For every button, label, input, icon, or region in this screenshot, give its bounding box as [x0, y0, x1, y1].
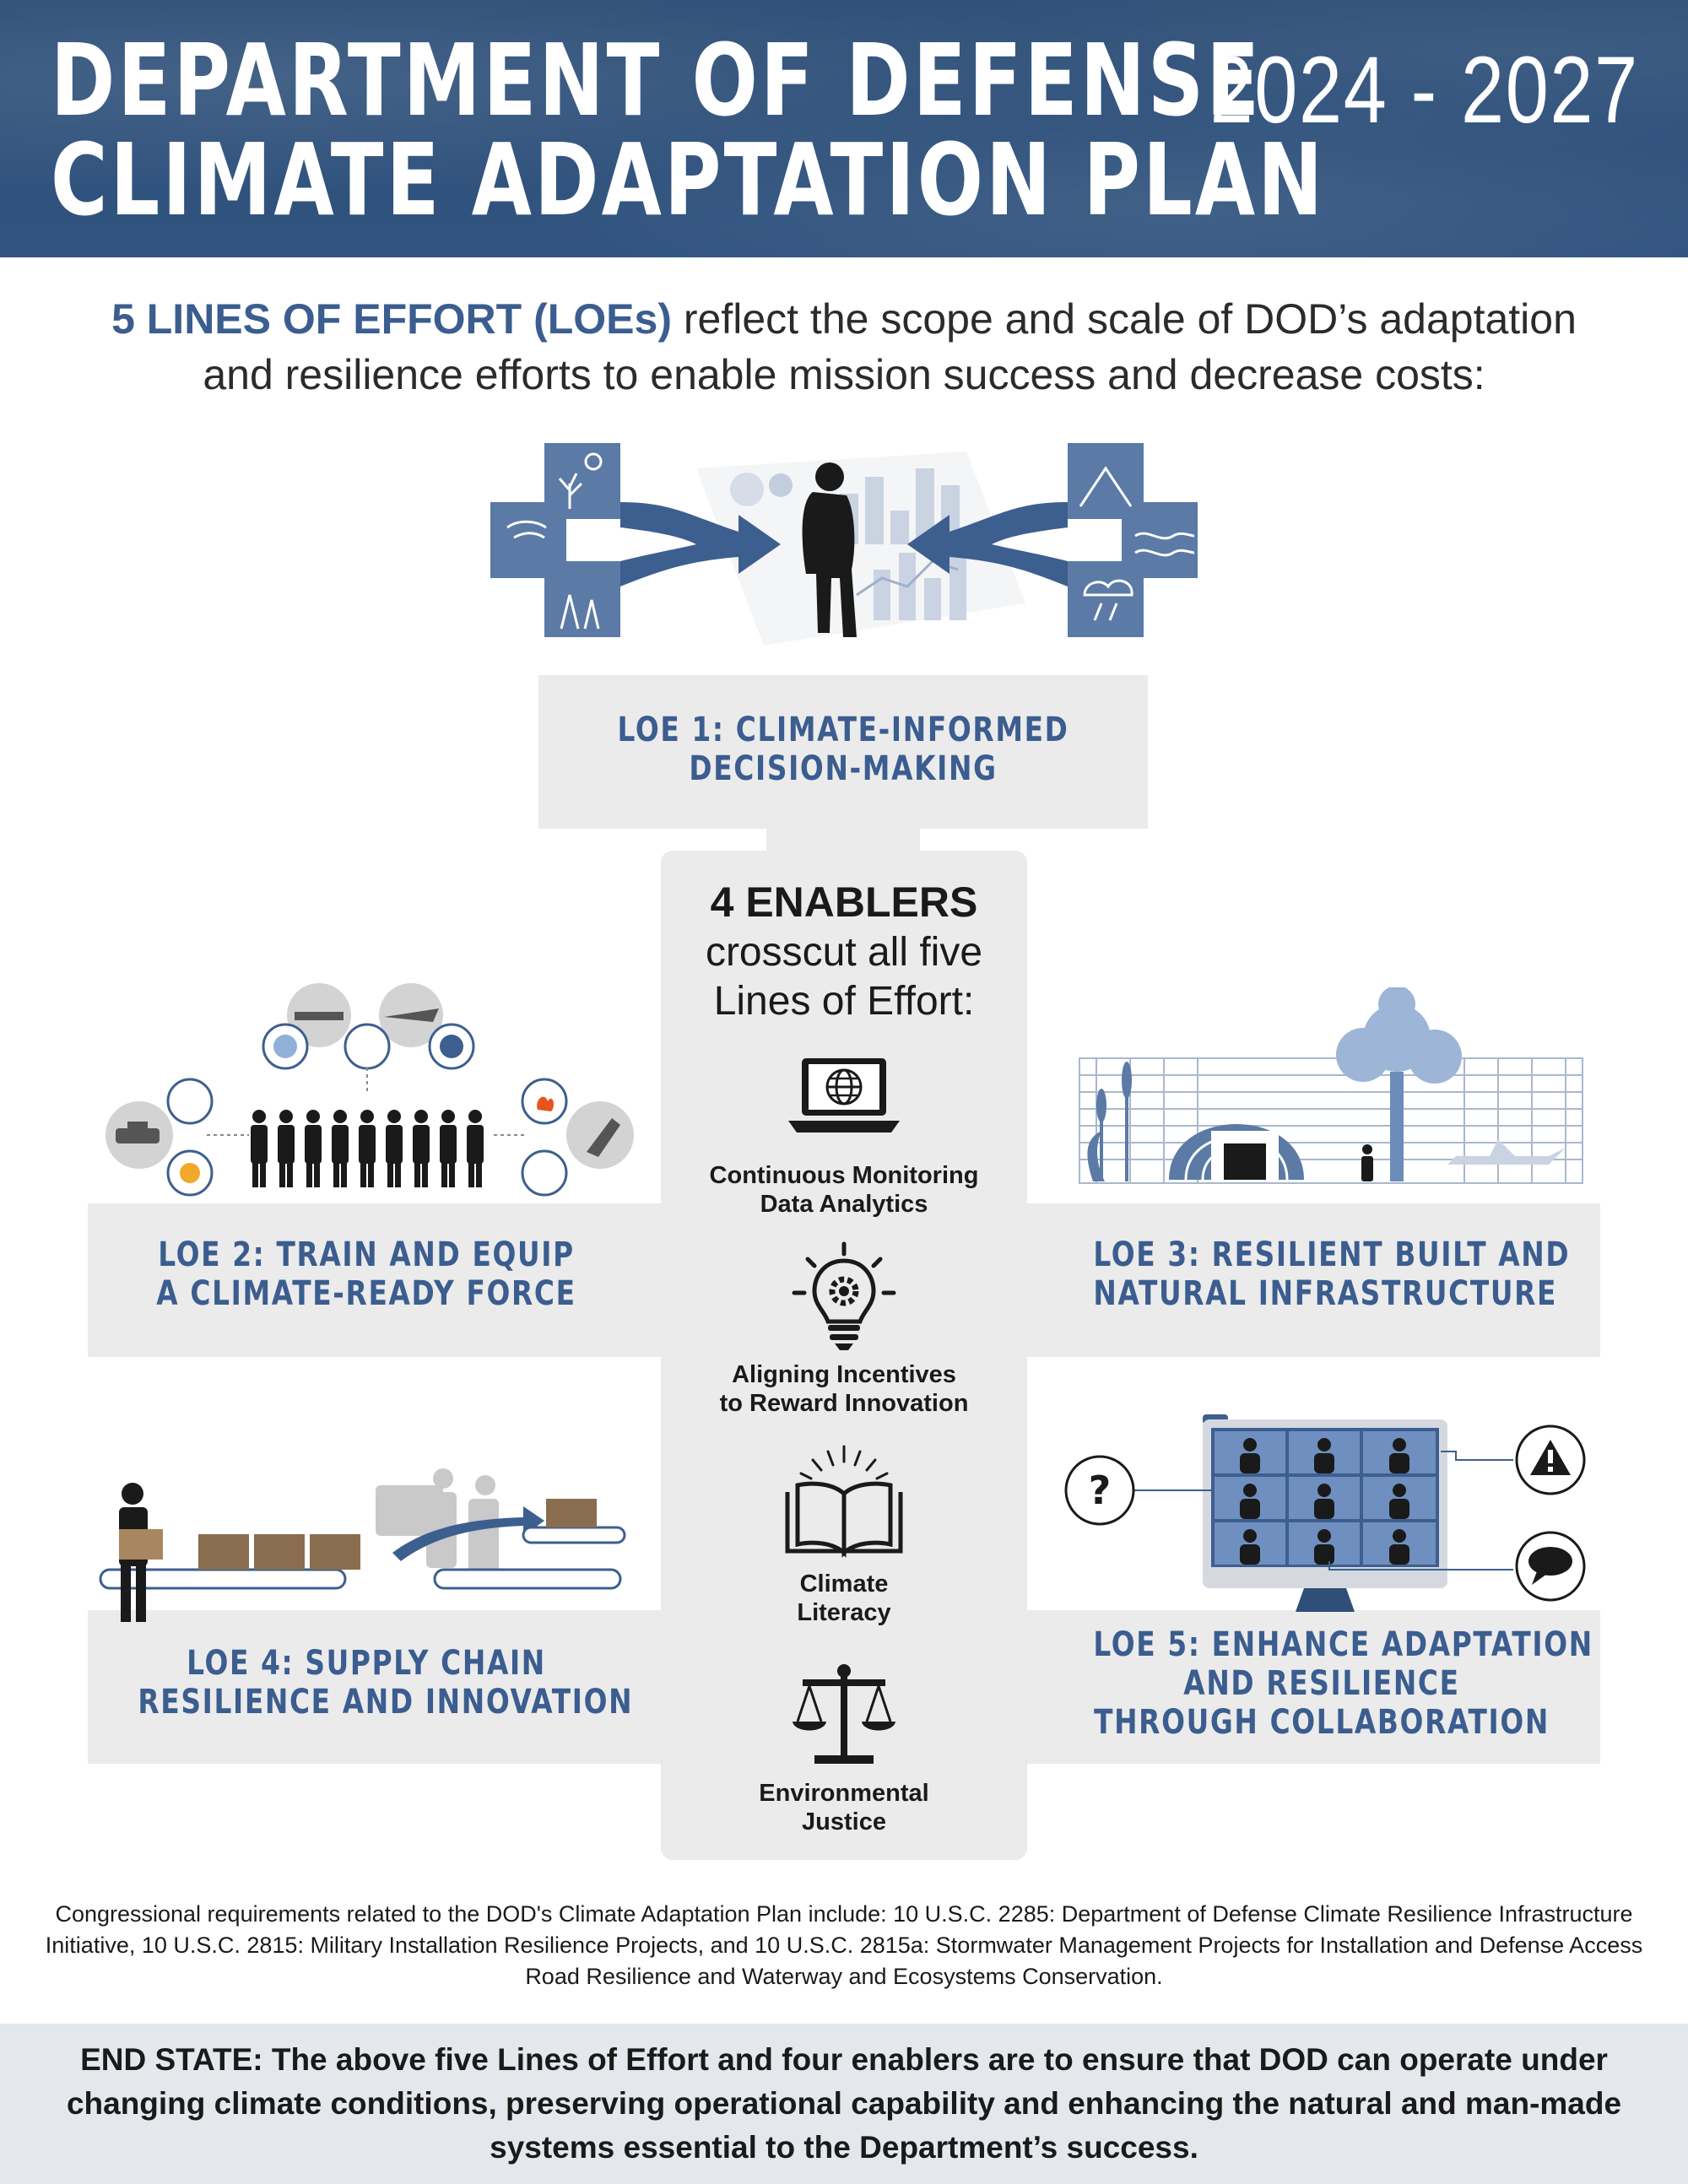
- svg-text:?: ?: [1089, 1468, 1112, 1513]
- loe5-label-line2: AND RESILIENCE: [1183, 1664, 1460, 1703]
- enabler2-label: Aligning Incentives to Reward Innovation: [661, 1360, 1027, 1418]
- loe2-label: LOE 2: TRAIN AND EQUIP A CLIMATE-READY F…: [138, 1235, 594, 1313]
- end-state-panel: [0, 2024, 1688, 2184]
- tree: [1336, 987, 1462, 1181]
- loe5-label-line1: LOE 5: ENHANCE ADAPTATION: [1093, 1625, 1593, 1664]
- enabler4-label-line1: Environmental: [759, 1780, 929, 1807]
- loe2-label-line1: LOE 2: TRAIN AND EQUIP: [158, 1235, 575, 1274]
- loe3-label-line2: NATURAL INFRASTRUCTURE: [1093, 1274, 1558, 1313]
- enabler2-label-line2: to Reward Innovation: [719, 1390, 969, 1417]
- loe1-label: LOE 1: CLIMATE-INFORMED DECISION-MAKING: [593, 711, 1093, 788]
- loe5-panel: [1025, 1610, 1600, 1764]
- scales-icon: [793, 1664, 895, 1764]
- enabler3-label-line1: Climate: [799, 1570, 889, 1597]
- enablers-subtitle: crosscut all five Lines of Effort:: [661, 928, 1027, 1026]
- conveyor-belts: [99, 1526, 626, 1590]
- loe1-label-line1: LOE 1: CLIMATE-INFORMED: [617, 711, 1069, 749]
- enabler1-label-line1: Continuous Monitoring: [709, 1162, 979, 1189]
- hangar: [1169, 1124, 1304, 1181]
- page-title-line1: DEPARTMENT OF DEFENSE: [51, 22, 1263, 138]
- carried-box: [119, 1529, 163, 1560]
- enablers-subtitle-line2: Lines of Effort:: [713, 979, 975, 1024]
- congressional-requirements-text: Congressional requirements related to th…: [45, 1901, 1643, 1989]
- loe3-panel: [1025, 1203, 1600, 1357]
- climate-hazards-left-icons: [490, 443, 620, 637]
- enabler4-label-line2: Justice: [802, 1808, 886, 1835]
- person-silhouette: [802, 462, 857, 637]
- open-book-icon: [785, 1445, 903, 1558]
- loe4-panel: [88, 1610, 663, 1764]
- warning-icon: [1515, 1424, 1586, 1495]
- enabler1-label-line2: Data Analytics: [760, 1191, 928, 1218]
- plan-years: 2024 - 2027: [1209, 37, 1639, 143]
- enablers-title: 4 ENABLERS: [710, 878, 978, 926]
- left-arrow: [620, 502, 781, 587]
- soldiers-silhouettes: [251, 1110, 484, 1187]
- loe1-illustration: [490, 443, 1198, 646]
- enabler4-label: Environmental Justice: [661, 1779, 1027, 1836]
- connector-lines: [1130, 1451, 1513, 1570]
- speech-bubble-icon: [1515, 1531, 1586, 1602]
- person-silhouette-small: [1361, 1144, 1373, 1181]
- loe1-panel: [538, 675, 1148, 829]
- loe5-label: LOE 5: ENHANCE ADAPTATION AND RESILIENCE…: [1093, 1625, 1593, 1742]
- header-banner: DEPARTMENT OF DEFENSE CLIMATE ADAPTATION…: [0, 0, 1688, 257]
- vehicle-circles: [106, 983, 634, 1169]
- jet-silhouette: [1447, 1139, 1566, 1165]
- loe5-illustration: ?: [1064, 1414, 1586, 1612]
- loe4-illustration: [99, 1468, 626, 1622]
- boxes: [198, 1499, 597, 1570]
- fence: [1079, 1057, 1583, 1184]
- intro-text: 5 LINES OF EFFORT (LOEs) reflect the sco…: [0, 291, 1688, 403]
- enablers-subtitle-line1: crosscut all five: [705, 930, 983, 975]
- page-title-line2: CLIMATE ADAPTATION PLAN: [51, 122, 1326, 238]
- lightbulb-gear-icon: [792, 1241, 896, 1350]
- loe2-panel: [88, 1203, 663, 1357]
- loe1-label-line2: DECISION-MAKING: [689, 749, 998, 788]
- loe4-label-line2: RESILIENCE AND INNOVATION: [138, 1683, 634, 1722]
- loe2-label-line2: A CLIMATE-READY FORCE: [156, 1274, 576, 1313]
- loe2-illustration: [106, 983, 634, 1197]
- enabler1-label: Continuous Monitoring Data Analytics: [661, 1161, 1027, 1219]
- climate-hazards-right-icons: [1068, 443, 1198, 637]
- loe5-label-line3: THROUGH COLLABORATION: [1094, 1703, 1550, 1742]
- enabler2-label-line1: Aligning Incentives: [732, 1361, 956, 1388]
- loe3-illustration: [1079, 987, 1583, 1184]
- loe4-label-line1: LOE 4: SUPPLY CHAIN: [187, 1644, 546, 1683]
- connector-lines: [207, 1068, 528, 1136]
- participants: [1240, 1438, 1409, 1565]
- enabler3-label: Climate Literacy: [661, 1570, 1027, 1627]
- loe3-label: LOE 3: RESILIENT BUILT AND NATURAL INFRA…: [1093, 1235, 1571, 1313]
- laptop-globe-icon: [788, 1058, 900, 1133]
- loe4-label: LOE 4: SUPPLY CHAIN RESILIENCE AND INNOV…: [138, 1644, 634, 1722]
- intro-text-1: reflect the scope and scale of DOD’s ada…: [671, 295, 1577, 343]
- intro-highlight: 5 LINES OF EFFORT (LOEs): [111, 295, 672, 343]
- question-icon: ?: [1064, 1455, 1135, 1526]
- flow-arrow: [392, 1506, 544, 1561]
- end-state-text: END STATE: The above five Lines of Effor…: [66, 2042, 1622, 2165]
- enabler3-label-line2: Literacy: [797, 1599, 891, 1626]
- loe3-label-line1: LOE 3: RESILIENT BUILT AND: [1093, 1235, 1571, 1274]
- reeds: [1087, 1062, 1132, 1181]
- right-arrow: [907, 502, 1068, 587]
- intro-text-2: and resilience efforts to enable mission…: [203, 351, 1485, 398]
